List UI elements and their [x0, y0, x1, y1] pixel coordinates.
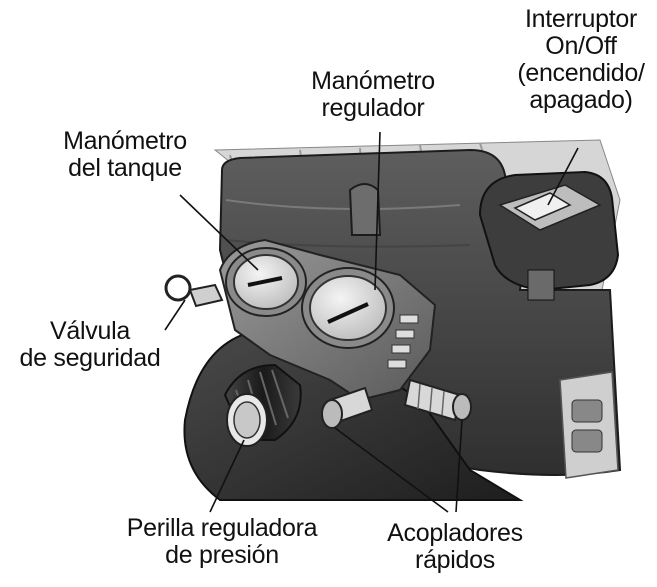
- label-line: del tanque: [40, 155, 210, 182]
- label-pressure-knob: Perilla reguladora de presión: [112, 515, 332, 569]
- label-line: regulador: [288, 95, 458, 122]
- label-line: Manómetro: [288, 68, 458, 95]
- label-line: (encendido/: [506, 60, 656, 87]
- tank-gauge: [226, 248, 306, 316]
- label-line: Acopladores: [370, 520, 540, 547]
- label-switch: Interruptor On/Off (encendido/ apagado): [506, 6, 656, 114]
- label-line: de presión: [112, 542, 332, 569]
- label-line: On/Off: [506, 33, 656, 60]
- regulator-gauge: [302, 268, 394, 348]
- label-line: Manómetro: [40, 128, 210, 155]
- label-line: Válvula: [0, 318, 180, 345]
- label-line: Interruptor: [506, 6, 656, 33]
- safety-valve: [166, 276, 222, 306]
- label-regulator-gauge: Manómetro regulador: [288, 68, 458, 122]
- label-safety-valve: Válvula de seguridad: [0, 318, 180, 372]
- label-line: rápidos: [370, 547, 540, 574]
- label-line: de seguridad: [0, 345, 180, 372]
- label-line: Perilla reguladora: [112, 515, 332, 542]
- label-tank-gauge: Manómetro del tanque: [40, 128, 210, 182]
- label-quick-couplers: Acopladores rápidos: [370, 520, 540, 574]
- label-line: apagado): [506, 87, 656, 114]
